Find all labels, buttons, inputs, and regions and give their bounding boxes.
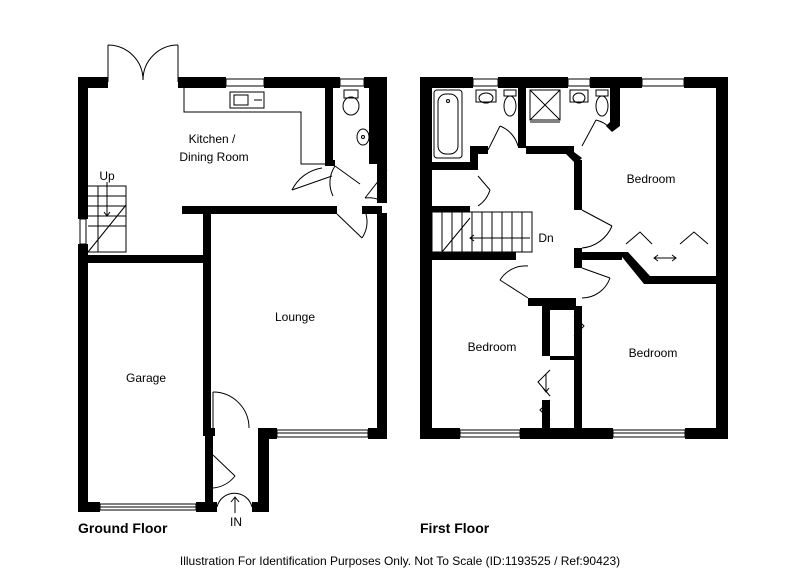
kitchen-worktop — [183, 88, 325, 165]
garage-label: Garage — [126, 371, 166, 385]
ground-floor-plan: Kitchen / Dining Room Lounge Garage Up I… — [78, 44, 388, 536]
first-floor-arrows — [542, 254, 677, 393]
patio-doors — [107, 44, 179, 82]
wc-fittings — [342, 89, 370, 146]
first-floor-walls — [420, 77, 728, 439]
bedroom-right-label: Bedroom — [629, 346, 678, 360]
ground-floor-title: Ground Floor — [78, 520, 168, 536]
ground-stairs — [87, 182, 127, 253]
disclaimer-text: Illustration For Identification Purposes… — [179, 554, 621, 568]
entrance-label: IN — [230, 515, 242, 529]
entrance-arrow-icon — [230, 496, 240, 513]
ground-floor-walls — [78, 77, 387, 512]
bedroom-main-label: Bedroom — [627, 172, 676, 186]
ground-floor-doors — [212, 165, 388, 508]
bedroom-left-label: Bedroom — [468, 340, 517, 354]
lounge-label: Lounge — [275, 310, 315, 324]
bathroom-fittings — [433, 89, 609, 159]
kitchen-label-line1: Kitchen / — [189, 132, 236, 146]
first-floor-doors — [477, 119, 709, 421]
first-floor-title: First Floor — [420, 520, 490, 536]
first-stairs — [431, 211, 533, 253]
stairs-up-label: Up — [99, 169, 115, 183]
kitchen-label-line2: Dining Room — [179, 150, 248, 164]
stairs-down-label: Dn — [538, 231, 553, 245]
first-floor-plan: Bedroom Bedroom Bedroom Dn First Floor — [420, 77, 728, 536]
